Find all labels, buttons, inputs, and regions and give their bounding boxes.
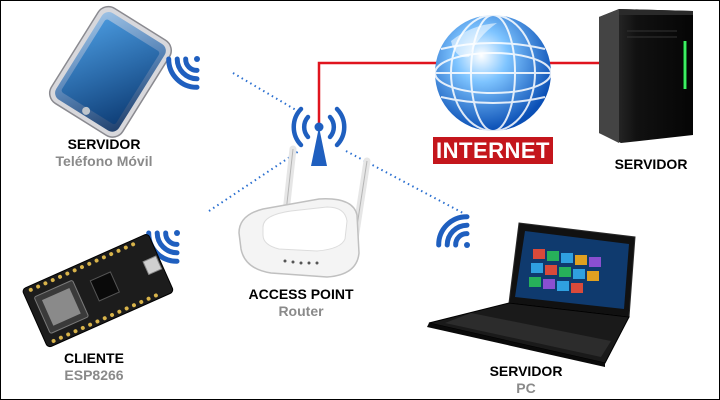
link-phone-ap — [232, 72, 302, 114]
esp8266-board-icon — [22, 234, 174, 348]
node-title: CLIENTE — [64, 350, 124, 366]
node-subtitle: ESP8266 — [64, 367, 124, 383]
node-title: ACCESS POINT — [248, 286, 354, 302]
internet-label: INTERNET — [433, 137, 553, 164]
wireless-links — [208, 72, 464, 214]
node-title: SERVIDOR — [489, 363, 563, 379]
node-title: SERVIDOR — [67, 136, 141, 152]
laptop-icon — [427, 222, 636, 367]
server-tower-icon — [599, 9, 693, 143]
wifi-icon — [436, 214, 470, 248]
access-point-antenna-icon — [291, 106, 347, 166]
node-title: SERVIDOR — [614, 156, 688, 172]
pc-node-label: SERVIDOR PC — [466, 363, 586, 397]
phone-node-label: SERVIDOR Teléfono Móvil — [29, 136, 179, 170]
wifi-icon — [166, 56, 200, 90]
server-node-label: SERVIDOR — [601, 156, 701, 173]
node-subtitle: PC — [516, 380, 536, 396]
link-esp-ap — [208, 150, 300, 212]
node-subtitle: Teléfono Móvil — [55, 153, 153, 169]
link-pc-ap — [345, 150, 464, 214]
router-node-label: ACCESS POINT Router — [231, 286, 371, 320]
globe-icon — [434, 14, 552, 132]
router-icon — [238, 145, 371, 278]
node-subtitle: Router — [278, 303, 324, 319]
smartphone-icon — [48, 5, 172, 138]
esp-node-label: CLIENTE ESP8266 — [29, 350, 159, 384]
